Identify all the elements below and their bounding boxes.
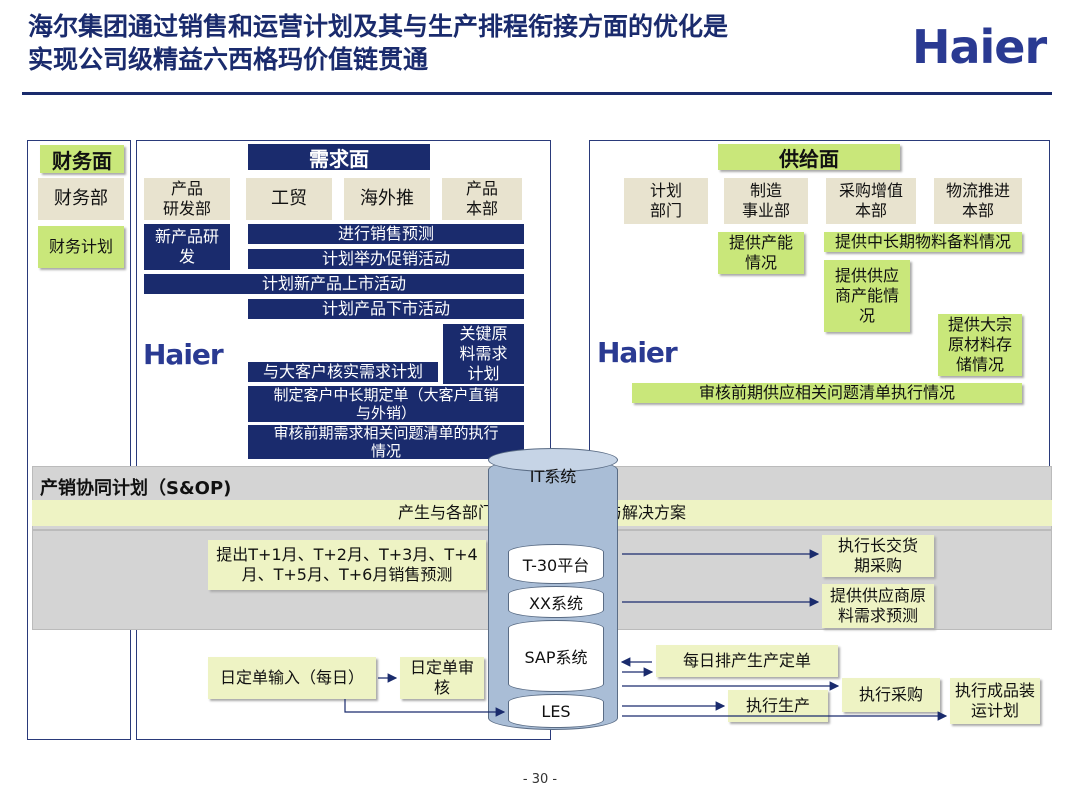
it-system-cylinder-top <box>488 448 618 472</box>
activity-product-retire: 计划产品下市活动 <box>248 299 524 319</box>
supply-dept-manufacturing: 制造 事业部 <box>724 178 808 224</box>
page-number: - 30 - <box>522 772 558 787</box>
supply-dept-purchasing: 采购增值 本部 <box>826 178 916 224</box>
finance-dept: 财务部 <box>38 178 124 220</box>
title-line-1: 海尔集团通过销售和运营计划及其与生产排程衔接方面的优化是 <box>28 12 729 41</box>
demand-header: 需求面 <box>248 144 430 171</box>
title-line-2: 实现公司级精益六西格玛价值链贯通 <box>28 45 429 74</box>
xx-system: XX系统 <box>508 586 604 618</box>
les-system: LES <box>508 694 604 728</box>
new-product-dev: 新产品研 发 <box>144 224 230 270</box>
key-material-plan: 关键原 料需求 计划 <box>443 324 524 384</box>
execute-purchase: 执行采购 <box>842 678 940 712</box>
demand-review: 审核前期需求相关问题清单的执行 情况 <box>248 425 524 459</box>
material-backup-info: 提供中长期物料备料情况 <box>824 232 1022 252</box>
capacity-info: 提供产能 情况 <box>718 232 804 274</box>
demand-dept-rd: 产品 研发部 <box>144 178 230 220</box>
customer-demand-plan: 与大客户核实需求计划 <box>248 362 438 382</box>
sop-label: 产销协同计划（S&OP) <box>40 478 232 499</box>
finance-header: 财务面 <box>40 145 124 173</box>
activity-new-product-launch: 计划新产品上市活动 <box>144 274 524 294</box>
daily-order-input: 日定单输入（每日） <box>208 657 376 699</box>
supply-dept-logistics: 物流推进 本部 <box>934 178 1022 224</box>
demand-dept-overseas: 海外推 <box>344 178 430 220</box>
supply-dept-plan: 计划 部门 <box>624 178 708 224</box>
supply-header: 供给面 <box>718 144 900 171</box>
daily-order-review: 日定单审 核 <box>400 657 484 699</box>
haier-logo-demand: Haier <box>143 338 224 371</box>
supplier-material-forecast: 提供供应商原 料需求预测 <box>822 584 934 628</box>
bulk-material-info: 提供大宗 原材料存 储情况 <box>938 314 1022 376</box>
activity-sales-forecast: 进行销售预测 <box>248 224 524 244</box>
daily-production-schedule: 每日排产生产定单 <box>656 645 838 677</box>
supplier-capacity-info: 提供供应 商产能情 况 <box>824 260 910 332</box>
title-divider <box>22 92 1052 95</box>
execute-shipping-plan: 执行成品装 运计划 <box>950 678 1040 724</box>
demand-dept-product: 产品 本部 <box>442 178 522 220</box>
sap-system: SAP系统 <box>508 620 604 692</box>
sales-forecast-request: 提出T+1月、T+2月、T+3月、T+4 月、T+5月、T+6月销售预测 <box>208 540 486 590</box>
arrow-input-to-les <box>344 699 506 717</box>
customer-long-term-order: 制定客户中长期定单（大客户直销 与外销） <box>248 386 524 422</box>
haier-logo: Haier <box>912 20 1047 74</box>
demand-dept-trade: 工贸 <box>246 178 332 220</box>
page-title: 海尔集团通过销售和运营计划及其与生产排程衔接方面的优化是 实现公司级精益六西格玛… <box>28 10 878 76</box>
t30-platform: T-30平台 <box>508 544 604 584</box>
activity-promotion: 计划举办促销活动 <box>248 249 524 269</box>
it-system-label: IT系统 <box>529 467 577 486</box>
long-lead-purchase: 执行长交货 期采购 <box>822 535 934 577</box>
finance-plan: 财务计划 <box>38 226 124 268</box>
supply-review: 审核前期供应相关问题清单执行情况 <box>632 383 1022 403</box>
execute-production: 执行生产 <box>728 690 828 722</box>
haier-logo-supply: Haier <box>597 336 678 369</box>
